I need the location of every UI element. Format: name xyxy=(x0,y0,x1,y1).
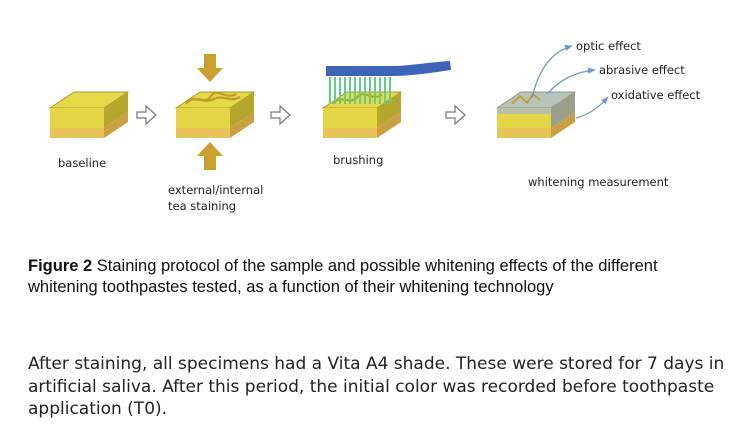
staining-arrow-up xyxy=(197,142,223,170)
figure-label: Figure 2 xyxy=(28,257,93,275)
label-staining-line1: external/internal xyxy=(168,183,263,197)
step-arrow-3 xyxy=(445,104,466,126)
label-staining-line2: tea staining xyxy=(168,199,236,213)
label-baseline: baseline xyxy=(58,156,106,170)
staining-protocol-figure: baseline external/internal tea staining … xyxy=(48,39,701,213)
label-whitening-measurement: whitening measurement xyxy=(528,175,669,189)
oxidative-effect-arrow xyxy=(575,96,609,119)
label-abrasive-effect: abrasive effect xyxy=(599,63,685,77)
toothbrush-icon xyxy=(326,61,451,104)
step-arrow-2 xyxy=(270,104,291,126)
staining-block xyxy=(174,91,256,138)
measurement-block xyxy=(495,91,577,138)
label-brushing: brushing xyxy=(333,153,383,167)
abrasive-effect-arrow xyxy=(546,67,596,95)
label-optic-effect: optic effect xyxy=(576,39,641,53)
step-arrow-1 xyxy=(136,104,157,126)
caption-text: Staining protocol of the sample and poss… xyxy=(28,257,658,296)
staining-arrow-down xyxy=(197,54,223,82)
figure-caption: Figure 2 Staining protocol of the sample… xyxy=(28,256,718,298)
optic-effect-arrow xyxy=(531,44,573,99)
body-paragraph: After staining, all specimens had a Vita… xyxy=(28,354,725,419)
label-oxidative-effect: oxidative effect xyxy=(611,88,701,102)
baseline-block xyxy=(48,91,130,138)
